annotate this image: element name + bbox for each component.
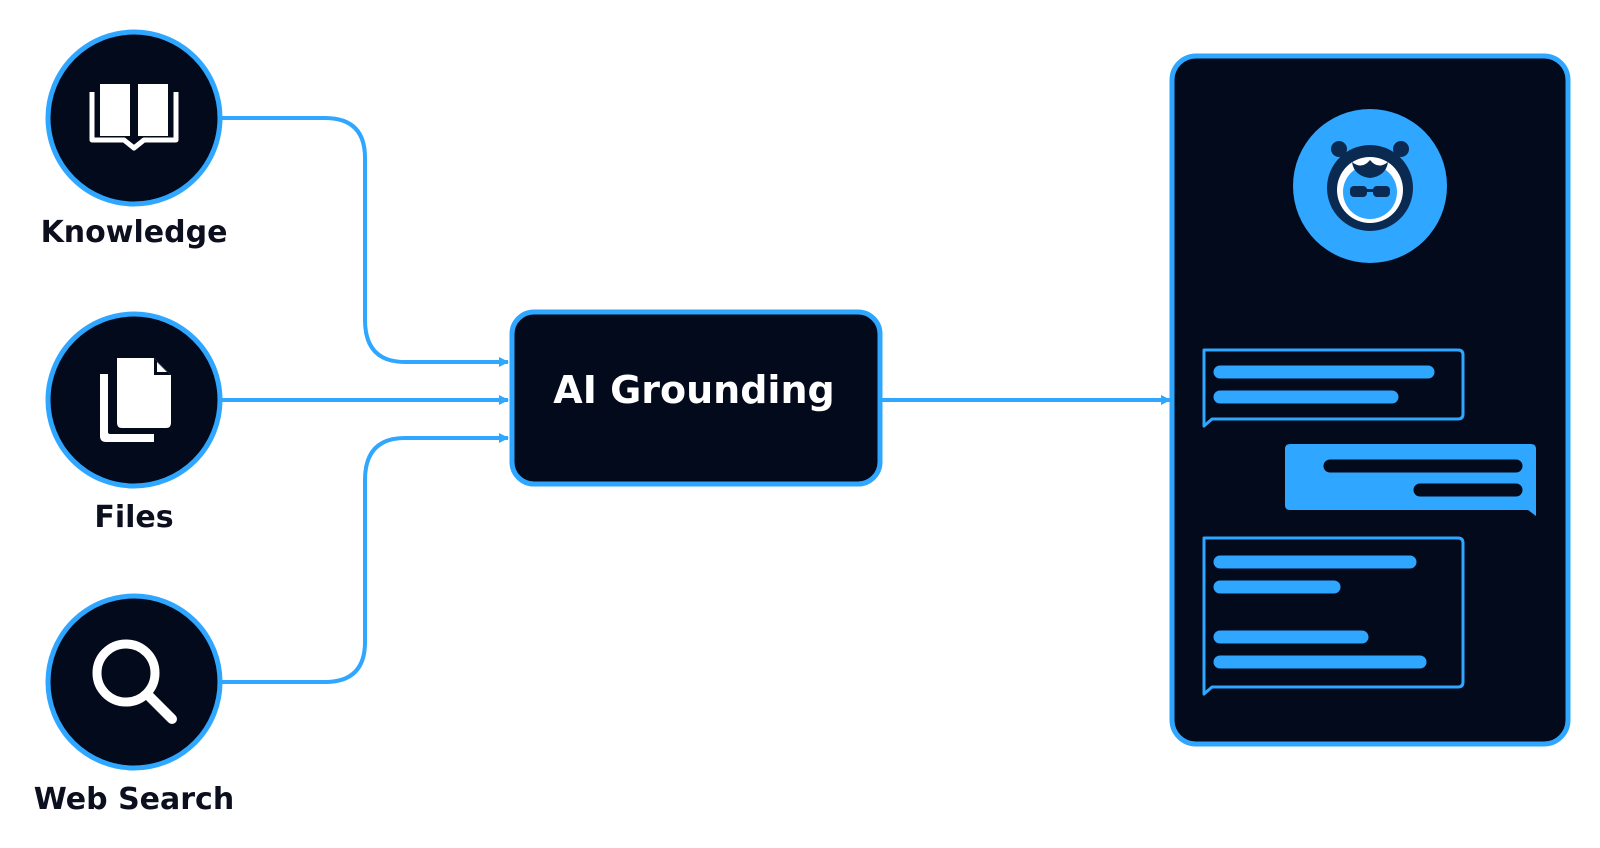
source-label-files: Files <box>94 500 174 535</box>
search-icon <box>92 639 177 724</box>
ai-grounding-label: AI Grounding <box>553 368 835 412</box>
book-icon <box>89 84 179 151</box>
chat-message-2 <box>1285 444 1536 516</box>
chat-message-1 <box>1202 348 1465 428</box>
files-icon <box>100 358 171 442</box>
source-knowledge <box>45 29 223 207</box>
agent-mascot-icon <box>1293 109 1447 263</box>
source-files <box>45 311 223 489</box>
source-web-search <box>45 593 223 771</box>
chat-message-3 <box>1202 536 1465 696</box>
chat-panel <box>1169 53 1571 747</box>
connector-knowledge-to-hub <box>219 116 509 367</box>
source-label-knowledge: Knowledge <box>40 215 228 250</box>
source-label-web-search: Web Search <box>33 782 235 817</box>
connector-web-search-to-hub <box>219 433 509 684</box>
ai-grounding-box <box>509 309 883 487</box>
